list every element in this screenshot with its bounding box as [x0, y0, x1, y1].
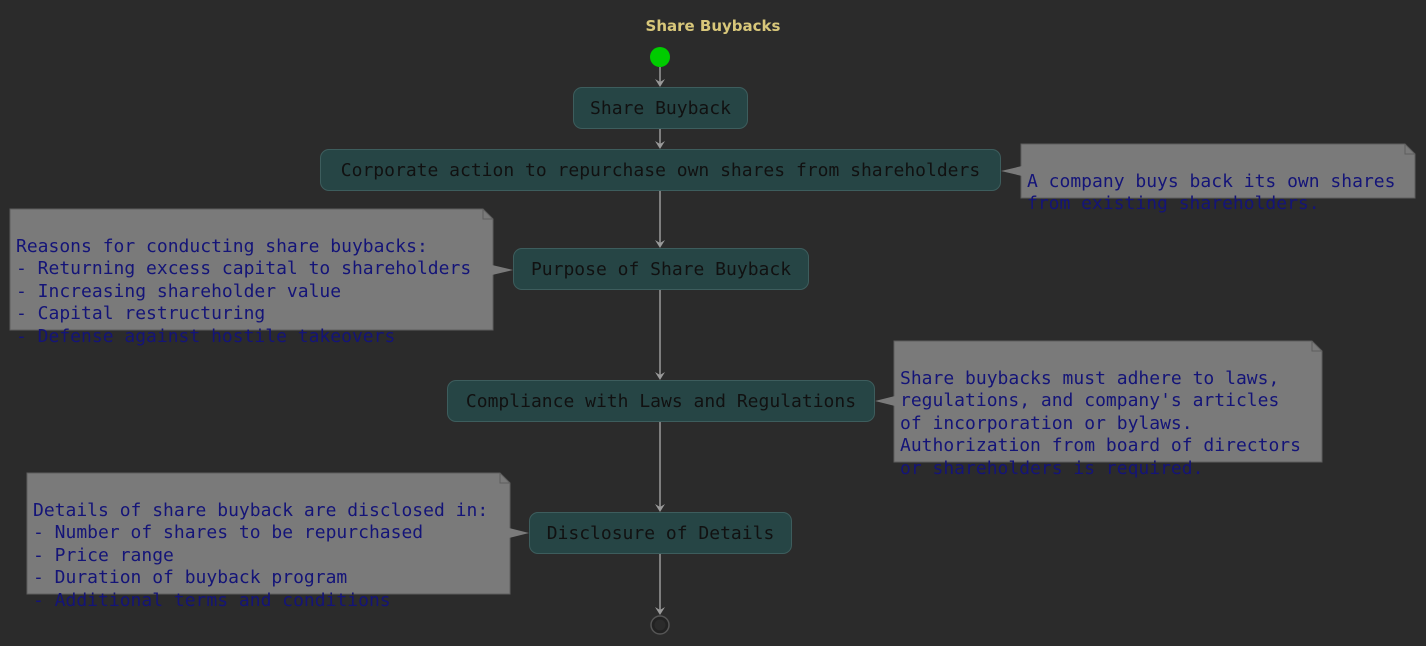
note-fold-2	[482, 209, 493, 220]
node-share-buyback: Share Buyback	[573, 87, 748, 129]
flow-arrowhead-3	[655, 240, 665, 248]
note-pointer-3	[875, 396, 895, 406]
start-node	[650, 47, 670, 67]
note-fold-4	[499, 473, 510, 484]
note-pointer-4	[509, 528, 529, 538]
end-node-inner	[654, 619, 666, 631]
node-disclosure: Disclosure of Details	[529, 512, 792, 554]
note-fold-3	[1311, 341, 1322, 352]
note-shapes	[9, 143, 1416, 595]
flow-arrowhead-2	[655, 141, 665, 149]
flow-arrowhead-5	[655, 504, 665, 512]
flow-arrowhead-6	[655, 607, 665, 615]
note-box-1	[1020, 143, 1416, 199]
flow-arrowhead-4	[655, 372, 665, 380]
note-box-3	[893, 340, 1323, 463]
node-compliance: Compliance with Laws and Regulations	[447, 380, 875, 422]
note-reasons: Reasons for conducting share buybacks:- …	[16, 235, 472, 347]
note-pointer-2	[492, 265, 513, 275]
flow-arrowhead-1	[655, 79, 665, 87]
note-pointer-1	[1001, 166, 1022, 176]
diagram-title: Share Buybacks	[645, 17, 781, 35]
note-disclosure: Details of share buyback are disclosed i…	[33, 499, 489, 611]
node-corporate-action: Corporate action to repurchase own share…	[320, 149, 1001, 191]
note-fold-1	[1404, 144, 1415, 155]
node-purpose: Purpose of Share Buyback	[513, 248, 809, 290]
flow-edges	[655, 67, 665, 615]
note-box-4	[26, 472, 511, 595]
note-compliance: Share buybacks must adhere to laws,regul…	[900, 367, 1301, 479]
